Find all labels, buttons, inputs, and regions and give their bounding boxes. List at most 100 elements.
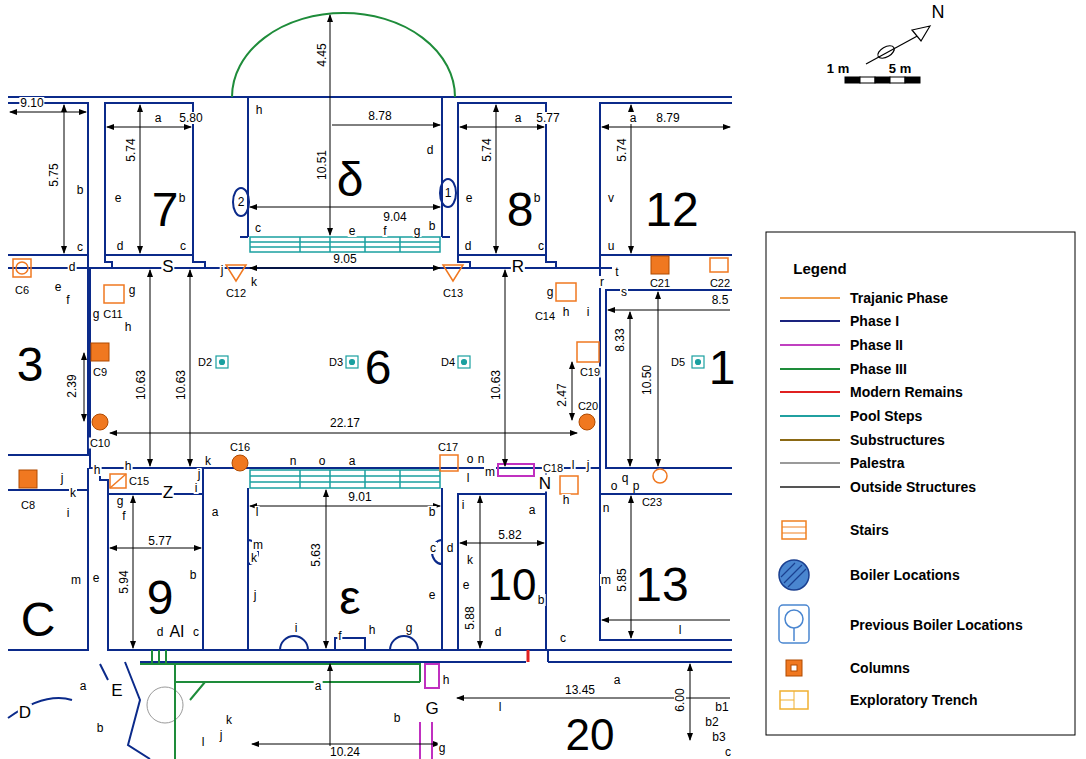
legend-text: Phase I bbox=[850, 314, 899, 328]
room: C bbox=[8, 490, 88, 650]
plan-label: b2 bbox=[704, 716, 719, 728]
dimension-label: 5.94 bbox=[118, 569, 130, 594]
north-arrow bbox=[866, 26, 930, 64]
legend-text: Phase II bbox=[850, 338, 903, 352]
legend-text: Exploratory Trench bbox=[850, 693, 978, 707]
room-number: 13 bbox=[635, 561, 688, 609]
plan-label: C13 bbox=[442, 288, 464, 299]
wall bbox=[8, 268, 88, 455]
plan-label: b bbox=[393, 712, 402, 724]
legend-line bbox=[780, 486, 840, 488]
dimension bbox=[460, 543, 544, 544]
pool-steps bbox=[250, 237, 440, 488]
dimension bbox=[505, 270, 506, 466]
legend-line bbox=[780, 368, 840, 370]
scale-segment bbox=[845, 77, 860, 83]
column bbox=[651, 256, 669, 274]
plan-label: C17 bbox=[437, 442, 459, 453]
dimension bbox=[330, 15, 331, 235]
trench bbox=[556, 283, 576, 301]
room-number: 7 bbox=[152, 186, 179, 234]
plan-label: h bbox=[124, 321, 133, 333]
dimension-label: 5.85 bbox=[616, 567, 628, 592]
dimension bbox=[658, 292, 659, 466]
wall bbox=[248, 488, 442, 650]
plan-label: AI bbox=[168, 624, 185, 640]
room: 8 bbox=[458, 103, 546, 255]
column bbox=[91, 343, 109, 361]
plan-label: 13.45 bbox=[564, 684, 596, 696]
room: 3 bbox=[8, 268, 88, 455]
column-symbol bbox=[786, 660, 802, 676]
previous-boiler bbox=[147, 687, 183, 723]
plan-label: i bbox=[461, 499, 466, 511]
boiler-symbol bbox=[779, 560, 809, 590]
plan-label: D2 bbox=[197, 357, 213, 368]
room-number: 12 bbox=[645, 186, 698, 234]
column bbox=[19, 470, 37, 488]
plan-label: h bbox=[562, 306, 571, 318]
plan-label: e bbox=[348, 225, 357, 237]
stairs-symbol bbox=[782, 527, 806, 533]
room-number: δ bbox=[337, 156, 364, 204]
dimension-label: 2.47 bbox=[556, 382, 568, 407]
plan-label: 9.04 bbox=[382, 211, 407, 223]
previous-boiler-symbol bbox=[779, 605, 809, 643]
dimension-label: 5.74 bbox=[481, 137, 493, 162]
plan-label: c bbox=[179, 240, 187, 252]
legend-line bbox=[780, 344, 840, 346]
dimension-label: 6.00 bbox=[674, 687, 686, 712]
legend-text: Outside Structures bbox=[850, 480, 976, 494]
trenches bbox=[13, 258, 728, 494]
plan-label: D bbox=[18, 704, 32, 721]
plan-label: c bbox=[254, 222, 262, 234]
plan-label: c bbox=[76, 241, 84, 253]
plan-label: d bbox=[464, 240, 473, 252]
dimension bbox=[602, 127, 730, 128]
wall bbox=[8, 103, 88, 255]
dimension bbox=[133, 496, 134, 648]
dimension bbox=[84, 353, 85, 421]
legend-text: Phase III bbox=[850, 362, 907, 376]
plan-label: l bbox=[255, 506, 260, 518]
plan-label: C14 bbox=[534, 311, 556, 322]
plan-label: 5 m bbox=[888, 62, 912, 75]
trench bbox=[13, 259, 31, 277]
wall bbox=[140, 650, 420, 759]
plan-label: b1 bbox=[714, 701, 729, 713]
plan-label: l bbox=[201, 736, 206, 748]
plan-label: f bbox=[65, 294, 70, 306]
dimension-label: 10.63 bbox=[490, 369, 502, 401]
steps bbox=[250, 470, 440, 488]
plan-label: 9.10 bbox=[19, 97, 44, 109]
room-number: 1 bbox=[709, 344, 736, 392]
plan-label: n bbox=[289, 455, 298, 467]
legend-text: Stairs bbox=[850, 523, 889, 537]
plan-label: N bbox=[931, 3, 946, 21]
plan-label: a bbox=[528, 504, 537, 516]
marker bbox=[216, 356, 228, 368]
plan-label: C20 bbox=[577, 401, 599, 412]
plan-label: t bbox=[614, 266, 619, 278]
dimension bbox=[250, 207, 440, 208]
column bbox=[579, 414, 595, 430]
wall bbox=[248, 97, 442, 237]
room: 6 bbox=[90, 268, 600, 468]
column bbox=[92, 414, 108, 430]
scale-bar bbox=[845, 77, 920, 83]
plan-label: l bbox=[466, 472, 471, 484]
dimension bbox=[332, 125, 440, 126]
marker bbox=[692, 356, 704, 368]
legend-line bbox=[780, 415, 840, 417]
plan-label: 1 m bbox=[826, 62, 850, 75]
wall bbox=[458, 103, 546, 255]
plan-label: k bbox=[204, 455, 212, 467]
plan-label: e bbox=[92, 572, 101, 584]
plan-label: C9 bbox=[92, 367, 108, 378]
previous-boiler-symbol bbox=[785, 610, 803, 628]
marker bbox=[458, 356, 470, 368]
room-number: 3 bbox=[17, 341, 44, 389]
dimension bbox=[631, 496, 632, 638]
wall bbox=[600, 494, 732, 640]
legend-text: Substructures bbox=[850, 433, 945, 447]
